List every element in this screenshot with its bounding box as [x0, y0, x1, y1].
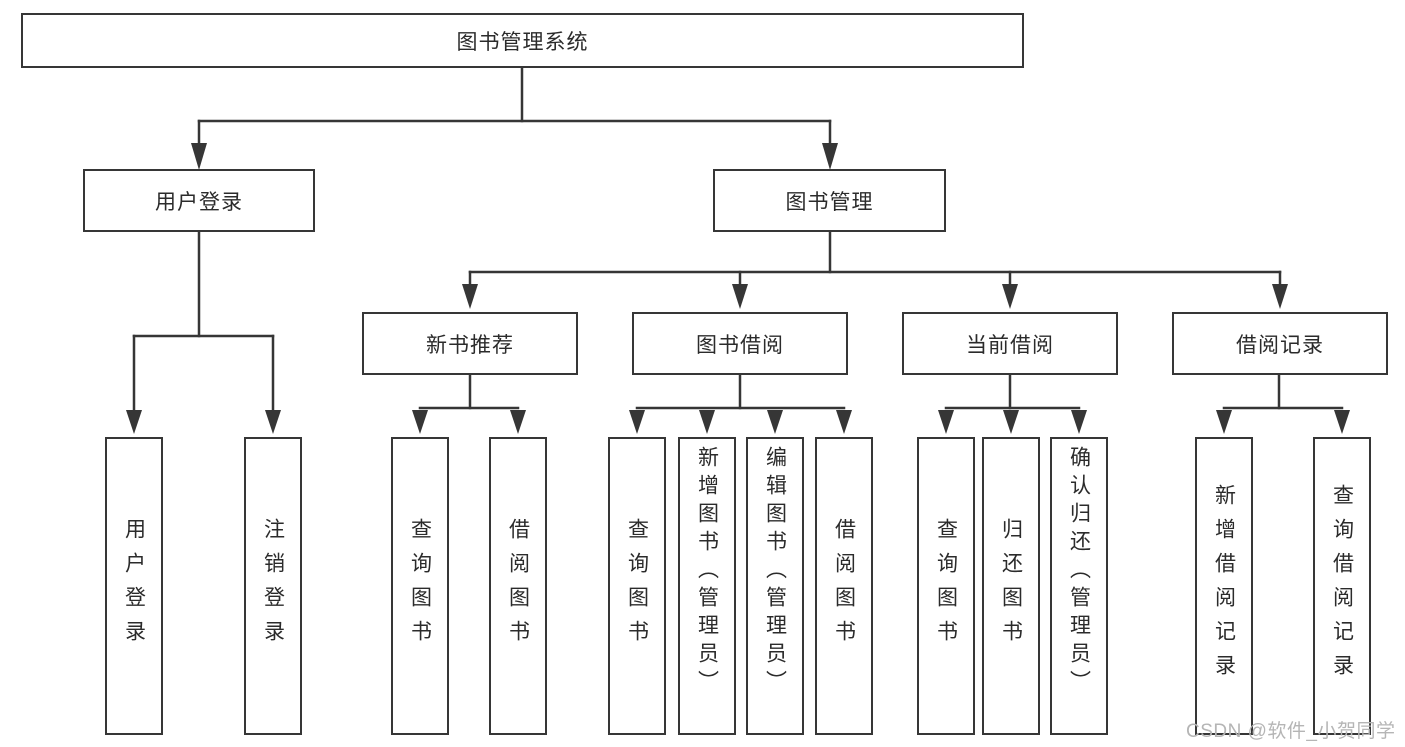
node-label: 用户登录 — [122, 518, 146, 654]
node-label: 借阅记录 — [1236, 333, 1324, 357]
leaf-borrow-books-recommend: 借阅图书 — [489, 437, 547, 735]
node-label: 归还图书 — [999, 518, 1023, 654]
node-label: 查询借阅记录 — [1330, 484, 1354, 688]
node-label: 图书管理 — [785, 190, 874, 214]
leaf-add-borrow-record: 新增借阅记录 — [1195, 437, 1253, 735]
leaf-edit-books-admin: 编辑图书（管理员） — [746, 437, 804, 735]
arrow-down-icon — [1216, 410, 1232, 434]
arrow-down-icon — [412, 410, 428, 434]
leaf-query-books-borrow: 查询图书 — [608, 437, 666, 735]
leaf-query-borrow-record: 查询借阅记录 — [1313, 437, 1371, 735]
arrow-down-icon — [191, 143, 207, 170]
leaf-add-books-admin: 新增图书（管理员） — [678, 437, 736, 735]
node-label: 编辑图书（管理员） — [763, 446, 787, 698]
arrow-down-icon — [126, 410, 142, 434]
node-label: 用户登录 — [155, 190, 243, 214]
arrow-down-icons — [126, 143, 1350, 434]
arrow-down-icon — [1272, 284, 1288, 309]
arrow-down-icon — [699, 410, 715, 434]
node-label: 查询图书 — [408, 518, 432, 654]
node-user-login: 用户登录 — [83, 169, 315, 232]
arrow-down-icon — [938, 410, 954, 434]
node-borrow-records: 借阅记录 — [1172, 312, 1388, 375]
node-label: 查询图书 — [625, 518, 649, 654]
leaf-logout: 注销登录 — [244, 437, 302, 735]
node-label: 确认归还（管理员） — [1067, 446, 1091, 698]
arrow-down-icon — [836, 410, 852, 434]
node-label: 新增图书（管理员） — [695, 446, 719, 698]
arrow-down-icon — [629, 410, 645, 434]
node-current-borrow: 当前借阅 — [902, 312, 1118, 375]
node-label: 查询图书 — [934, 518, 958, 654]
leaf-return-books: 归还图书 — [982, 437, 1040, 735]
node-label: 注销登录 — [261, 518, 285, 654]
arrow-down-icon — [822, 143, 838, 170]
node-label: 当前借阅 — [966, 333, 1054, 357]
node-label: 借阅图书 — [832, 518, 856, 654]
leaf-query-books-recommend: 查询图书 — [391, 437, 449, 735]
arrow-down-icon — [1003, 410, 1019, 434]
arrow-down-icon — [462, 284, 478, 309]
leaf-user-login: 用户登录 — [105, 437, 163, 735]
node-book-management: 图书管理 — [713, 169, 946, 232]
node-label: 图书借阅 — [696, 333, 784, 357]
arrow-down-icon — [1002, 284, 1018, 309]
node-label: 图书管理系统 — [456, 30, 589, 54]
node-root-library-system: 图书管理系统 — [21, 13, 1024, 68]
node-book-borrow: 图书借阅 — [632, 312, 848, 375]
leaf-borrow-books: 借阅图书 — [815, 437, 873, 735]
node-label: 新增借阅记录 — [1212, 484, 1236, 688]
arrow-down-icon — [1334, 410, 1350, 434]
arrow-down-icon — [265, 410, 281, 434]
node-label: 借阅图书 — [506, 518, 530, 654]
arrow-down-icon — [510, 410, 526, 434]
arrow-down-icon — [1071, 410, 1087, 434]
watermark: CSDN @软件_小贺同学 — [1186, 721, 1396, 742]
arrow-down-icon — [767, 410, 783, 434]
node-new-book-recommend: 新书推荐 — [362, 312, 578, 375]
node-label: 新书推荐 — [426, 333, 514, 357]
arrow-down-icon — [732, 284, 748, 309]
leaf-confirm-return-admin: 确认归还（管理员） — [1050, 437, 1108, 735]
leaf-query-books-current: 查询图书 — [917, 437, 975, 735]
